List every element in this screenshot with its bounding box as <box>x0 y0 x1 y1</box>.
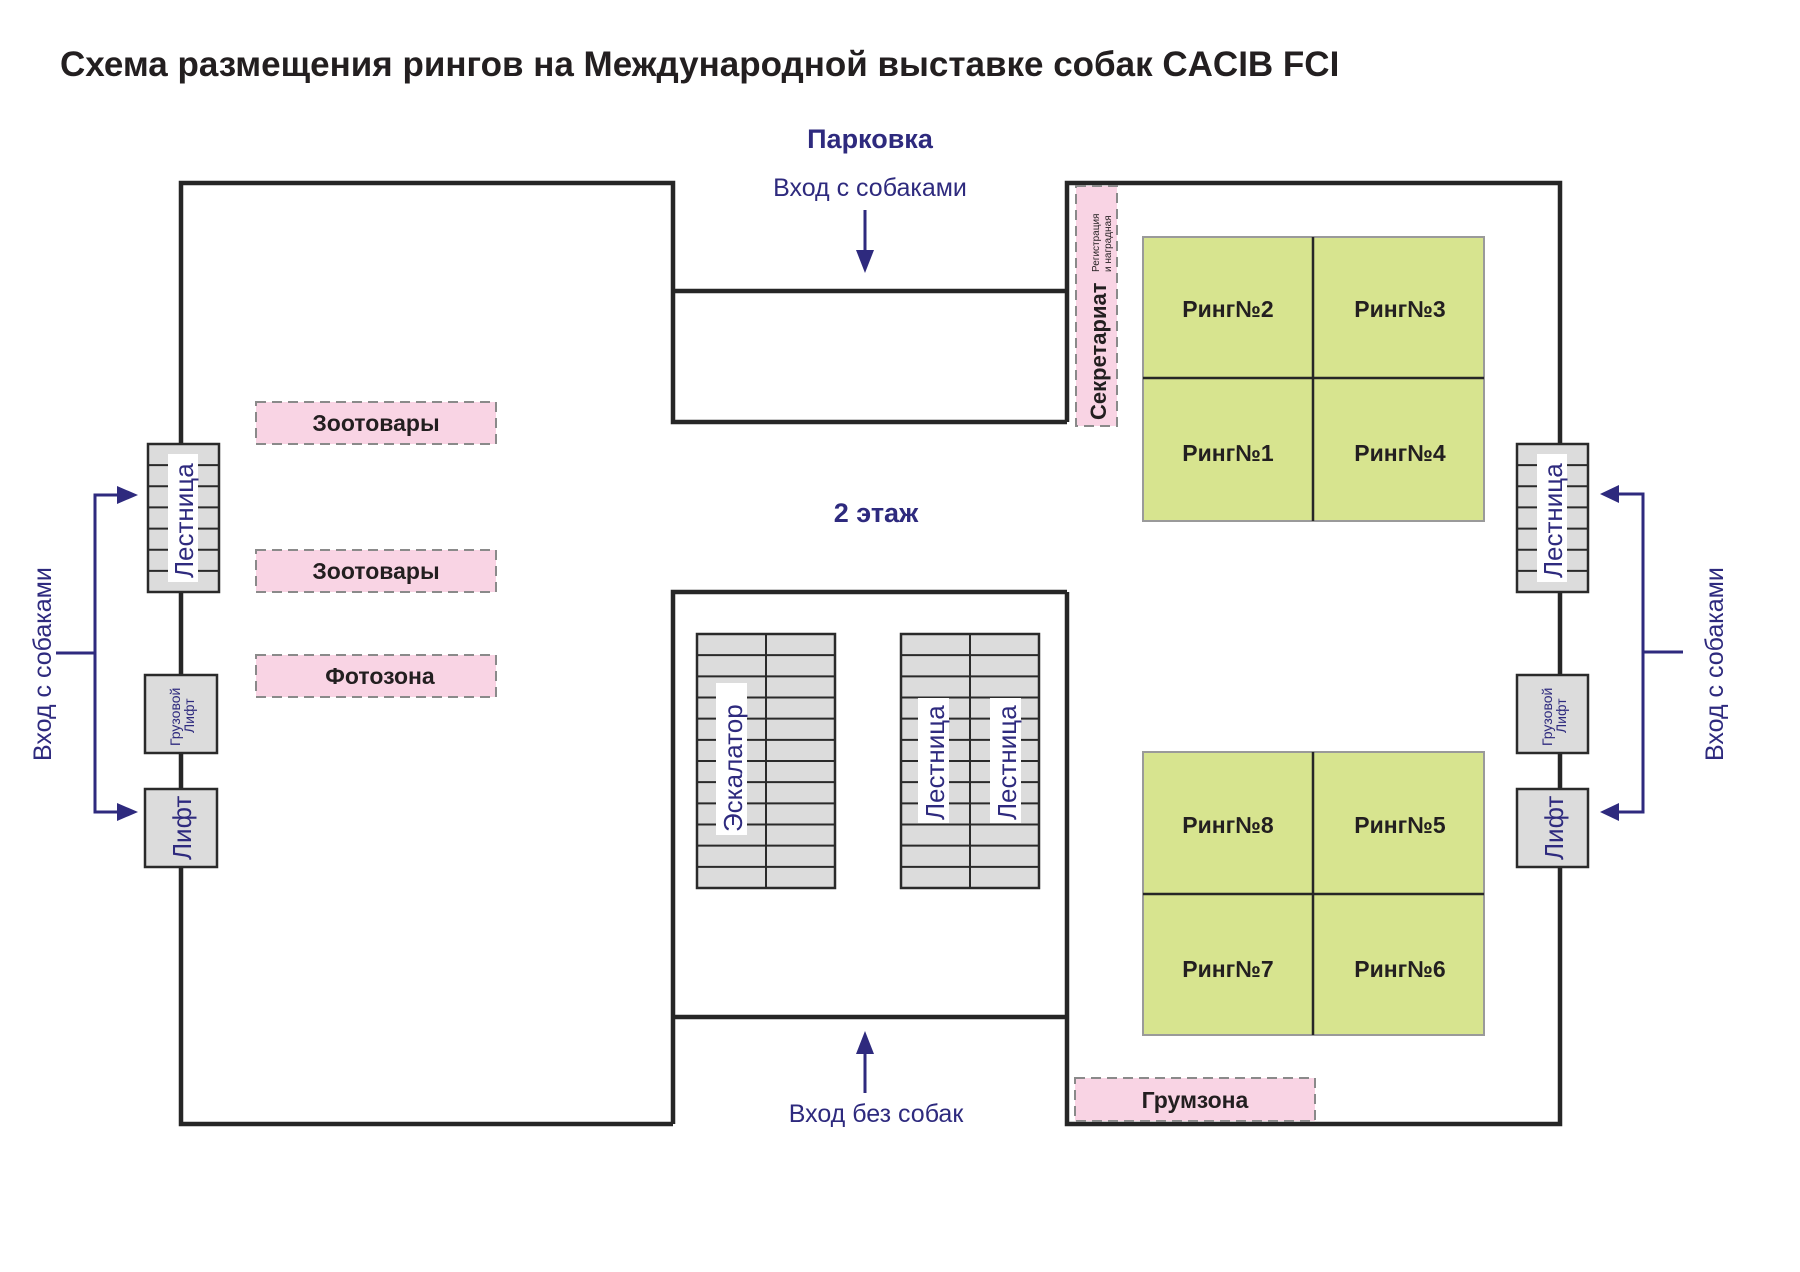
center-stairs-label-2: Лестница <box>992 705 1022 820</box>
left-entry-arrows-icon <box>56 486 138 821</box>
grooming-zone: Грумзона <box>1074 1077 1316 1122</box>
secretariat-sub-1: Регистрация <box>1091 214 1102 272</box>
pet-goods-zone-2: Зоотовары <box>255 549 497 593</box>
left-stairs: Лестница <box>146 442 221 594</box>
pet-goods-zone-1: Зоотовары <box>255 401 497 445</box>
left-stairs-label: Лестница <box>169 463 199 578</box>
arrow-down-icon <box>856 210 874 273</box>
ring-1: Ринг№1 <box>1182 440 1274 466</box>
entry-without-dogs-label: Вход без собак <box>789 1100 965 1128</box>
arrow-up-icon <box>856 1031 874 1093</box>
secretariat-sub-2: и наградная <box>1103 215 1114 272</box>
grooming-zone-label: Грумзона <box>1142 1087 1249 1113</box>
pet-goods-label-2: Зоотовары <box>312 558 439 584</box>
rings-bottom-block: Ринг№8 Ринг№5 Ринг№7 Ринг№6 <box>1142 751 1485 1036</box>
floor-label: 2 этаж <box>834 498 919 528</box>
right-stairs: Лестница <box>1515 442 1590 594</box>
parking-label: Парковка <box>807 124 934 154</box>
entry-with-dogs-left-label: Вход с собаками <box>29 567 57 761</box>
ring-3: Ринг№3 <box>1354 296 1445 322</box>
ring-8: Ринг№8 <box>1182 812 1274 838</box>
right-freight-lift-label-2: Лифт <box>1553 698 1569 733</box>
left-freight-lift-label-2: Лифт <box>181 698 197 733</box>
photo-zone-label: Фотозона <box>325 663 435 689</box>
photo-zone: Фотозона <box>255 654 497 698</box>
right-freight-lift: Грузовой Лифт <box>1515 673 1590 755</box>
secretariat-label: Секретариат <box>1086 282 1111 420</box>
right-stairs-label: Лестница <box>1538 463 1568 578</box>
entry-with-dogs-top-label: Вход с собаками <box>773 174 967 202</box>
secretariat-zone: Секретариат Регистрация и наградная <box>1075 185 1118 427</box>
ring-6: Ринг№6 <box>1354 956 1445 982</box>
page-title: Схема размещения рингов на Международной… <box>60 45 1339 84</box>
building-walls <box>178 180 1563 1127</box>
escalator-label: Эскалатор <box>718 704 748 832</box>
right-lift: Лифт <box>1515 787 1590 869</box>
right-entry-arrows-icon <box>1600 485 1683 821</box>
ring-2: Ринг№2 <box>1182 296 1273 322</box>
center-stairs: Лестница Лестница <box>899 632 1041 890</box>
left-freight-lift-label-1: Грузовой <box>167 688 183 746</box>
ring-5: Ринг№5 <box>1354 812 1446 838</box>
left-lift-label: Лифт <box>167 796 197 860</box>
ring-4: Ринг№4 <box>1354 440 1446 466</box>
entry-with-dogs-right-label: Вход с собаками <box>1701 567 1729 761</box>
pet-goods-label-1: Зоотовары <box>312 410 439 436</box>
ring-7: Ринг№7 <box>1182 956 1273 982</box>
right-freight-lift-label-1: Грузовой <box>1539 688 1555 746</box>
escalator: Эскалатор <box>695 632 837 890</box>
rings-top-block: Ринг№2 Ринг№3 Ринг№1 Ринг№4 <box>1142 236 1485 522</box>
left-lift: Лифт <box>143 787 219 869</box>
right-lift-label: Лифт <box>1539 796 1569 860</box>
left-freight-lift: Грузовой Лифт <box>143 673 219 755</box>
center-stairs-label-1: Лестница <box>920 705 950 820</box>
